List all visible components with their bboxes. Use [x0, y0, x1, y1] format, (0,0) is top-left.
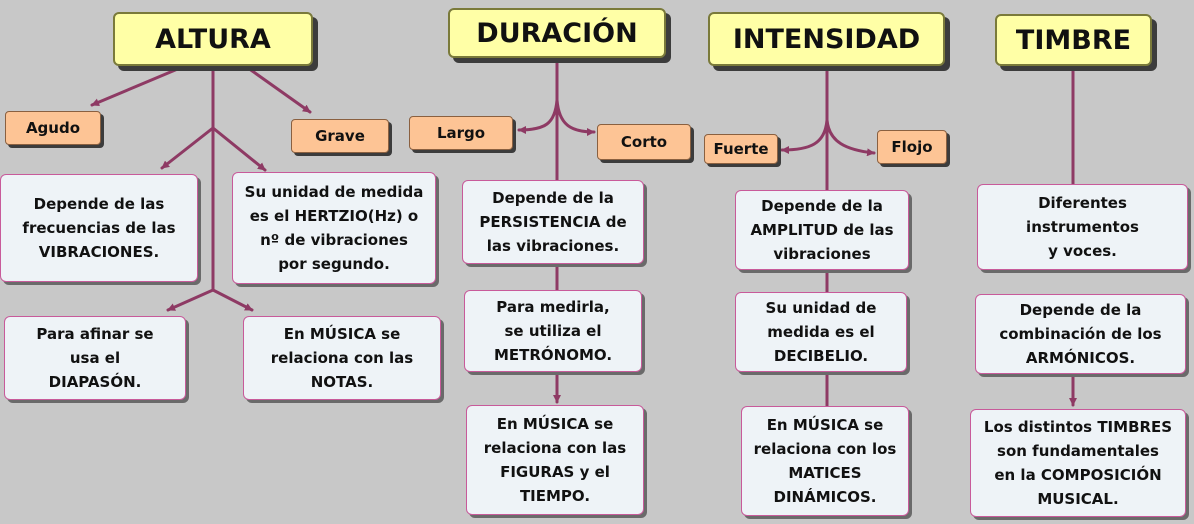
intensidad-matices-box: En MÚSICA se relaciona con los MATICES D…	[741, 406, 909, 516]
connector-altura-notas	[211, 288, 254, 312]
fuerte-tag: Fuerte	[704, 134, 778, 164]
timbre-composicion-box: Los distintos TIMBRES son fundamentales …	[970, 409, 1186, 517]
connector-altura-grave	[246, 66, 312, 114]
timbre-armonicos-box: Depende de la combinación de los ARMÓNIC…	[975, 294, 1186, 374]
connector-altura-hertzio	[211, 126, 267, 172]
altura-hertzio-box: Su unidad de medida es el HERTZIO(Hz) o …	[232, 172, 436, 284]
duracion-persistencia-box: Depende de la PERSISTENCIA de las vibrac…	[462, 180, 644, 264]
connector-duracion-largo	[517, 98, 559, 134]
flojo-tag: Flojo	[877, 130, 947, 164]
connector-intensidad-flojo	[825, 118, 876, 157]
intensidad-amplitud-box: Depende de la AMPLITUD de las vibracione…	[735, 190, 909, 270]
connector-intensidad-fuerte	[780, 118, 829, 154]
corto-tag: Corto	[597, 124, 691, 160]
altura-diapason-box: Para afinar se usa el DIAPASÓN.	[4, 316, 186, 400]
connector-duracion-corto	[555, 98, 596, 136]
duracion-figuras-box: En MÚSICA se relaciona con las FIGURAS y…	[466, 405, 644, 515]
connector-altura-frecuencias	[160, 126, 215, 170]
grave-tag: Grave	[291, 119, 389, 153]
connector-altura-agudo	[90, 66, 182, 107]
timbre-title: TIMBRE	[995, 14, 1152, 66]
largo-tag: Largo	[409, 116, 513, 150]
intensidad-decibelio-box: Su unidad de medida es el DECIBELIO.	[735, 292, 907, 372]
altura-notas-box: En MÚSICA se relaciona con las NOTAS.	[243, 316, 441, 400]
altura-frecuencias-box: Depende de las frecuencias de las VIBRAC…	[0, 174, 198, 282]
timbre-instrumentos-box: Diferentes instrumentos y voces.	[977, 184, 1188, 270]
intensidad-title: INTENSIDAD	[708, 12, 945, 66]
altura-title: ALTURA	[113, 12, 313, 66]
duracion-title: DURACIÓN	[448, 8, 666, 58]
duracion-metronomo-box: Para medirla, se utiliza el METRÓNOMO.	[464, 290, 642, 372]
connector-altura-diapason	[166, 288, 215, 312]
agudo-tag: Agudo	[5, 111, 101, 145]
